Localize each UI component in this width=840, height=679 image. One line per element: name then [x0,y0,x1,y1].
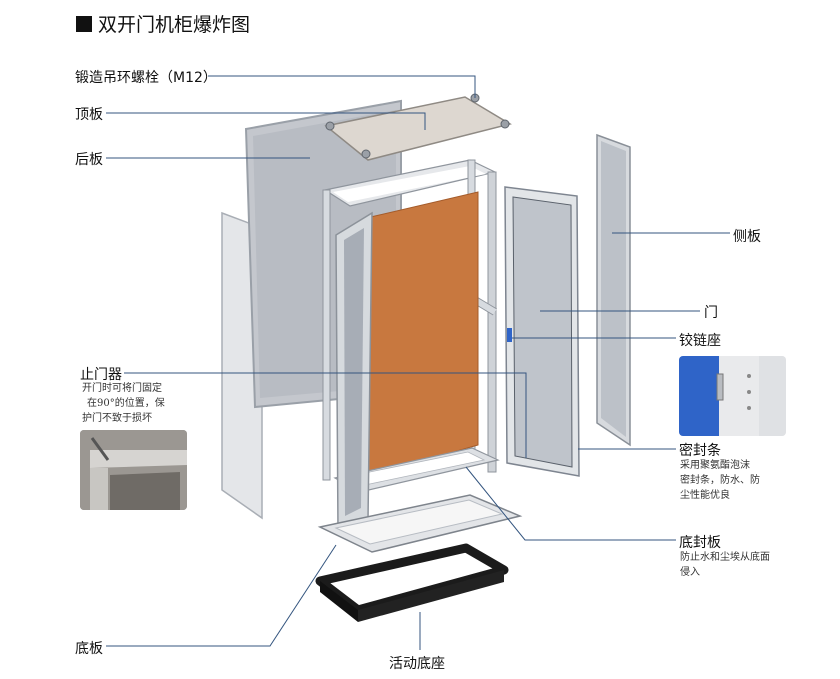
seal-strip-desc-1: 采用聚氨酯泡沫 [680,460,750,471]
seal-strip-desc-2: 密封条，防水、防 [680,475,760,486]
label-door-stop: 止门器 [80,367,122,383]
leader-lines [106,75,730,650]
leader-door-stop [124,372,527,458]
door-stop-detail-photo [80,430,187,510]
frame-post-back-left [322,189,331,481]
leader-bolt [208,75,476,98]
frame-top-opening [333,166,486,202]
label-base: 活动底座 [389,656,445,672]
label-top-panel: 顶板 [75,107,103,123]
label-seal-strip: 密封条 [679,443,721,459]
label-bottom-panel: 底板 [75,641,103,657]
label-side-panel: 侧板 [733,229,761,245]
top-panel [324,96,512,161]
frame-post-front-right [487,171,497,473]
left-door-window [344,228,364,516]
title-text: 双开门机柜爆炸图 [98,14,251,36]
mounting-plate [361,191,479,479]
door-stop-desc-1: 开门时可将门固定 [82,383,162,394]
label-hinge-seat: 铰链座 [679,333,721,349]
door-stop-desc-3: 护门不致于损坏 [82,413,152,424]
leader-top-panel [106,112,426,130]
hinge-detail-photo [679,356,786,436]
leader-bottom-panel [106,544,337,647]
bottom-seal-desc-2: 侵入 [680,567,700,578]
label-bolt: 锻造吊环螺栓（M12） [75,70,217,86]
bottom-seal-desc-1: 防止水和尘埃从底面 [680,552,770,563]
label-door: 门 [704,305,718,321]
seal-strip-desc-3: 尘性能优良 [680,490,730,501]
label-back-panel: 后板 [75,152,103,168]
hinge-blue-marker [507,328,512,342]
leader-bottom-seal [465,466,676,541]
title-square-icon [76,15,92,32]
door-stop-desc-2: 在90°的位置，保 [87,398,165,409]
right-door-window [512,196,573,468]
diagram-title: 双开门机柜爆炸图 [76,10,250,37]
label-bottom-seal: 底封板 [679,535,721,551]
